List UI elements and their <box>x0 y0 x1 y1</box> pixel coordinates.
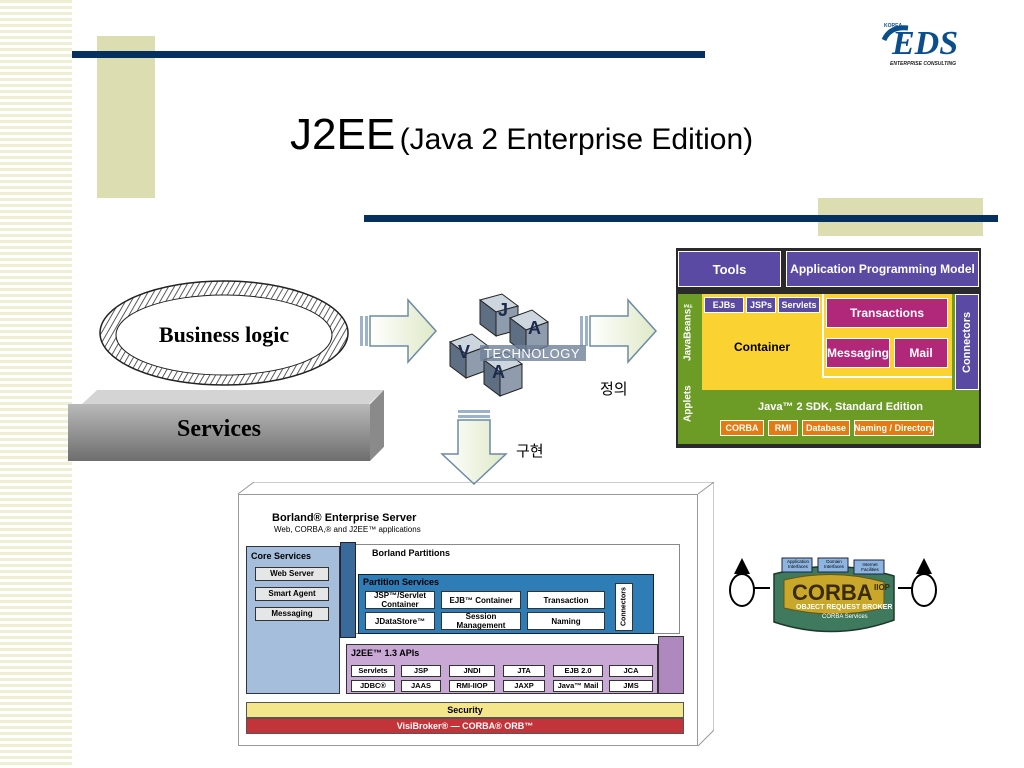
j2ee-apis-panel: J2EE™ 1.3 APIs Servlets JSP JNDI JTA EJB… <box>346 644 658 694</box>
partition-side-bar <box>340 542 356 638</box>
core-smart-agent: Smart Agent <box>255 587 329 601</box>
java-cubes-graphic <box>448 293 586 397</box>
transactions-box: Transactions <box>826 298 948 328</box>
cube-letter-a2: A <box>492 362 505 382</box>
corba-tag-internet: Internet Facilities <box>861 562 879 572</box>
top-navy-bar <box>72 51 705 58</box>
api-jta: JTA <box>503 665 545 677</box>
services-box-side <box>370 390 384 461</box>
security-layer: Security <box>246 702 684 718</box>
servlets-box: Servlets <box>778 297 820 313</box>
left-stripe-pattern <box>0 0 72 768</box>
api-jaxp: JAXP <box>503 680 545 692</box>
apis-side-panel <box>658 636 684 694</box>
define-label: 정의 <box>600 381 628 398</box>
second-navy-bar <box>364 215 998 222</box>
services-label: Services <box>177 416 261 442</box>
logo-tagline: ENTERPRISE CONSULTING <box>890 61 957 67</box>
j2ee-architecture-diagram: Tools Application Programming Model Appl… <box>676 248 981 448</box>
ps-ejb-container: EJB™ Container <box>441 591 521 609</box>
ps-transaction: Transaction <box>527 591 605 609</box>
ps-jsp-container: JSP™/Servlet Container <box>365 591 435 609</box>
implement-label: 구현 <box>516 443 544 460</box>
beige-block-left <box>97 36 155 198</box>
services-box <box>68 404 370 461</box>
borland-3d-frame <box>238 482 714 747</box>
corba-graphic <box>729 557 937 633</box>
visibroker-layer: VisiBroker® — CORBA® ORB™ <box>246 718 684 734</box>
ejbs-box: EJBs <box>704 297 744 313</box>
eds-logo: EDS ENTERPRISE CONSULTING KOREA <box>878 22 978 70</box>
api-servlets: Servlets <box>351 665 395 677</box>
core-web-server: Web Server <box>255 567 329 581</box>
api-rmi-iiop: RMI-IIOP <box>449 680 495 692</box>
connectors-label: Connectors <box>955 294 979 390</box>
title-main: J2EE <box>290 110 396 159</box>
cube-letter-j: J <box>498 300 509 320</box>
corba-tag-domain: Domain Interfaces <box>824 559 844 569</box>
api-jca: JCA <box>609 665 653 677</box>
ps-jdatastore: JDataStore™ <box>365 612 435 630</box>
borland-partitions-label: Borland Partitions <box>372 548 451 558</box>
services-box-top <box>82 390 384 404</box>
down-arrow-icon <box>440 410 508 486</box>
api-jaas: JAAS <box>401 680 441 692</box>
penguin-icon-left <box>729 558 755 607</box>
messaging-box: Messaging <box>826 338 890 368</box>
logo-text: EDS <box>892 25 959 62</box>
corba-box: CORBA <box>720 420 764 436</box>
api-jndi: JNDI <box>449 665 495 677</box>
mail-box: Mail <box>894 338 948 368</box>
naming-directory-box: Naming / Directory <box>854 420 934 436</box>
ps-connectors: Connectors <box>615 583 633 631</box>
business-logic-ring <box>99 280 349 386</box>
partition-services-title: Partition Services <box>363 577 440 587</box>
right-arrow-icon <box>360 298 438 364</box>
penguin-icon-right <box>911 558 937 607</box>
database-box: Database <box>802 420 850 436</box>
apm-box: Application Programming Model <box>786 251 979 287</box>
slide-title: J2EE (Java 2 Enterprise Edition) <box>290 110 890 162</box>
api-jsp: JSP <box>401 665 441 677</box>
core-services-panel: Core Services Web Server Smart Agent Mes… <box>246 546 340 694</box>
jsps-box: JSPs <box>746 297 776 313</box>
corba-tag-application: Application Interfaces <box>786 559 809 569</box>
sdk-label: Java™ 2 SDK, Standard Edition <box>757 401 924 413</box>
container-label: Container <box>733 340 790 354</box>
ps-session-management: Session Management <box>441 612 521 630</box>
tools-box: Tools <box>678 251 781 287</box>
applets-label: Applets <box>678 364 698 444</box>
corba-label: CORBA <box>792 580 873 605</box>
javabeans-label: JavaBeans™ <box>678 294 698 364</box>
api-jdbc: JDBC® <box>351 680 395 692</box>
eds-logo-mark <box>881 25 909 42</box>
corba-orb-label: OBJECT REQUEST BROKER <box>796 604 893 611</box>
title-subtitle: (Java 2 Enterprise Edition) <box>399 123 754 156</box>
corba-iiop-label: IIOP <box>874 583 891 592</box>
api-java-mail: Java™ Mail <box>553 680 603 692</box>
technology-label: TECHNOLOGY <box>484 346 581 361</box>
cube-letter-a: A <box>528 318 541 338</box>
borland-subtitle: Web, CORBA,® and J2EE™ applications <box>274 525 421 534</box>
cube-letter-v: V <box>458 342 471 362</box>
borland-title: Borland® Enterprise Server <box>272 512 417 524</box>
logo-arc-text: KOREA <box>884 23 903 29</box>
business-logic-label: Business logic <box>158 322 290 347</box>
api-ejb: EJB 2.0 <box>553 665 603 677</box>
ps-naming: Naming <box>527 612 605 630</box>
apis-title: J2EE™ 1.3 APIs <box>351 648 420 658</box>
core-messaging: Messaging <box>255 607 329 621</box>
partition-services-panel: Partition Services JSP™/Servlet Containe… <box>358 574 654 634</box>
rmi-box: RMI <box>768 420 798 436</box>
core-services-title: Core Services <box>251 551 312 561</box>
right-arrow-icon <box>580 298 658 364</box>
corba-services-label: CORBA Services <box>822 614 868 620</box>
api-jms: JMS <box>609 680 653 692</box>
